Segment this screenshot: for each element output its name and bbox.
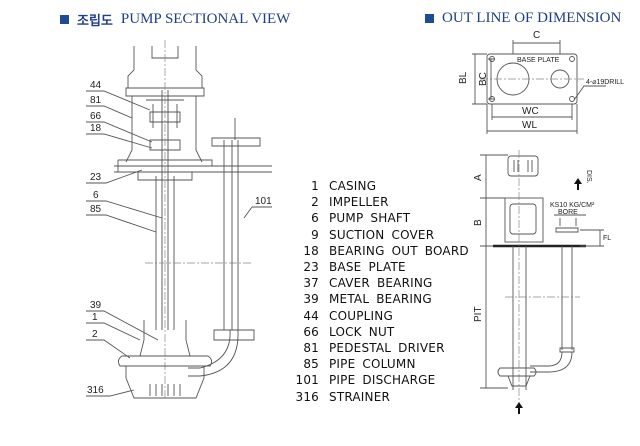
parts-list-item: 18 BEARING OUT BOARD [292, 243, 469, 259]
part-number: 66 [303, 324, 319, 339]
discharge-pipe [188, 118, 255, 377]
callout-leaders [86, 90, 272, 397]
callout-81: 81 [90, 95, 102, 106]
part-number: 9 [311, 227, 319, 242]
callout-1: 1 [92, 312, 98, 323]
parts-list-item: 85 PIPE COLUMN [292, 356, 469, 372]
part-number: 2 [311, 195, 319, 210]
drill-spec: 4-⌀19DRILL [586, 79, 624, 86]
part-number: 23 [303, 260, 319, 275]
title-text: OUT LINE OF DIMENSION [442, 10, 622, 26]
pedestal-driver [125, 96, 203, 163]
part-name: METAL BEARING [329, 292, 432, 307]
dimension-title: OUT LINE OF DIMENSION [425, 10, 621, 27]
parts-list-item: 101 PIPE DISCHARGE [292, 372, 469, 388]
part-name: BEARING OUT BOARD [329, 243, 469, 258]
dim-pit: PIT [473, 306, 484, 322]
callout-2: 2 [92, 329, 98, 340]
part-number: 18 [303, 243, 319, 258]
part-name: IMPELLER [329, 195, 389, 210]
callout-6: 6 [93, 190, 99, 201]
callout-23: 23 [90, 172, 102, 183]
elevation-dimension-lines [480, 154, 604, 414]
part-name: SUCTION COVER [329, 227, 435, 242]
part-name: PUMP SHAFT [329, 211, 411, 226]
part-name: COUPLING [329, 308, 393, 323]
dim-fl: FL [603, 235, 611, 242]
part-name: PIPE COLUMN [329, 357, 416, 372]
callout-labels: 44 81 66 18 23 6 85 101 39 1 2 316 [87, 80, 272, 396]
pipe-column [145, 40, 252, 400]
dimension-labels-plan: C BASE PLATE BL BC 4-⌀19DRILL WC WL [458, 30, 624, 131]
motor-outline [125, 46, 205, 97]
base-plate-plan [472, 40, 606, 134]
dim-a: A [473, 174, 484, 181]
callout-85: 85 [90, 204, 102, 215]
part-number: 37 [303, 276, 319, 291]
callout-44: 44 [90, 80, 102, 91]
title-korean: 조립도 [77, 14, 113, 29]
part-number: 6 [311, 211, 319, 226]
callout-39: 39 [90, 300, 102, 311]
sectional-view-title: 조립도 PUMP SECTIONAL VIEW [60, 10, 290, 29]
dim-bc: BC [478, 72, 489, 86]
part-number: 81 [303, 340, 319, 355]
part-number: 1 [311, 179, 319, 194]
parts-list-item: 44 COUPLING [292, 308, 469, 324]
parts-list-item: 2 IMPELLER [292, 194, 469, 210]
dim-c: C [533, 30, 540, 41]
parts-list-item: 316 STRAINER [292, 388, 469, 404]
square-bullet-icon [425, 14, 434, 23]
parts-list-item: 39 METAL BEARING [292, 291, 469, 307]
dim-wc: WC [522, 106, 539, 117]
title-text: PUMP SECTIONAL VIEW [120, 11, 291, 27]
part-name: STRAINER [329, 389, 391, 404]
parts-list-item: 23 BASE PLATE [292, 259, 469, 275]
part-number: 316 [295, 389, 319, 404]
base-plate-label: BASE PLATE [517, 57, 560, 64]
casing [117, 320, 213, 399]
part-number: 39 [303, 292, 319, 307]
dim-wl: WL [522, 120, 537, 131]
pump-elevation [493, 150, 586, 410]
callout-316: 316 [87, 385, 104, 396]
part-name: PIPE DISCHARGE [329, 373, 436, 388]
parts-list-item: 9 SUCTION COVER [292, 227, 469, 243]
parts-list-item: 37 CAVER BEARING [292, 275, 469, 291]
dim-dis: DIS. [585, 170, 592, 184]
base-plate [114, 137, 272, 181]
part-name: CAVER BEARING [329, 276, 433, 291]
part-name: PEDESTAL DRIVER [329, 340, 445, 355]
dimension-labels-elevation: A B PIT DIS. KS10 KG/CM² BORE FL [473, 170, 611, 322]
part-number: 85 [303, 357, 319, 372]
parts-list: 1 CASING 2 IMPELLER 6 PUMP SHAFT 9 SUCTION C… [292, 178, 469, 405]
flange-rating: KS10 KG/CM² [550, 202, 595, 209]
dim-b: B [473, 219, 484, 226]
part-name: BASE PLATE [329, 260, 406, 275]
square-bullet-icon [60, 15, 69, 24]
part-name: LOCK NUT [329, 324, 395, 339]
callout-101: 101 [255, 196, 272, 207]
part-number: 44 [303, 308, 319, 323]
parts-list-item: 1 CASING [292, 178, 469, 194]
callout-18: 18 [90, 123, 102, 134]
dim-bl: BL [458, 71, 469, 84]
parts-list-item: 81 PEDESTAL DRIVER [292, 340, 469, 356]
parts-list-item: 66 LOCK NUT [292, 324, 469, 340]
callout-66: 66 [90, 111, 102, 122]
part-name: CASING [329, 179, 377, 194]
parts-list-item: 6 PUMP SHAFT [292, 210, 469, 226]
dim-bore: BORE [558, 209, 578, 216]
part-number: 101 [295, 373, 319, 388]
